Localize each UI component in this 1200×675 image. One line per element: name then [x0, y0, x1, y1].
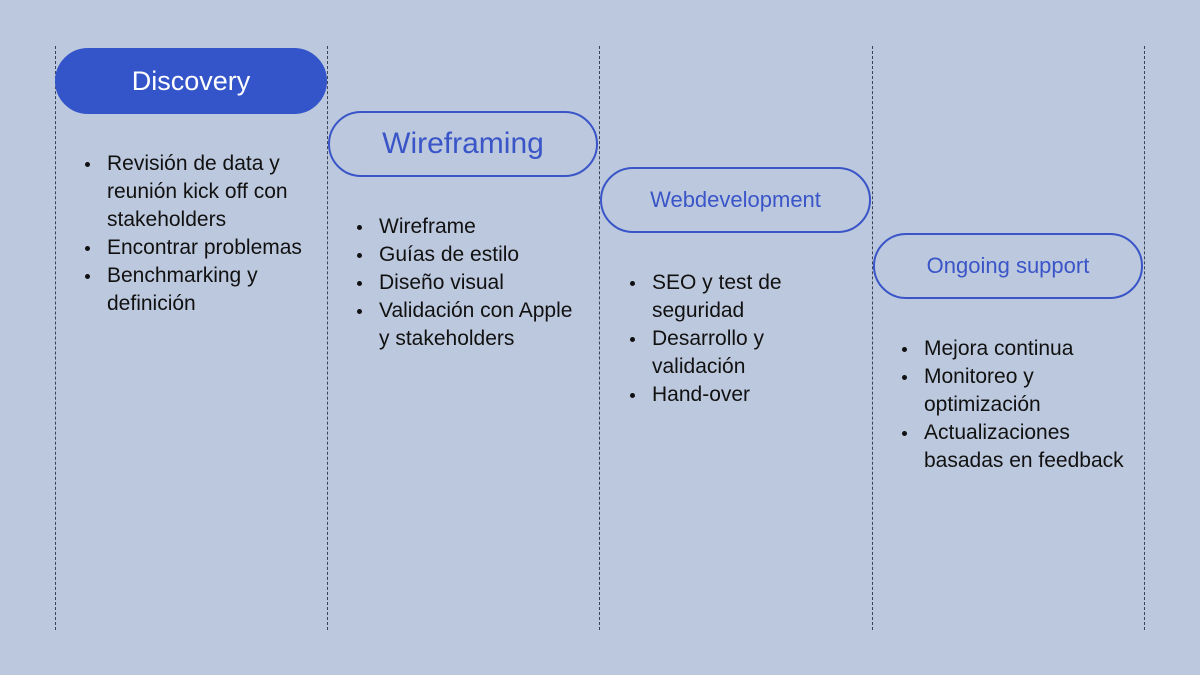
phase-divider: [599, 46, 600, 630]
list-item: Diseño visual: [354, 269, 574, 297]
list-item: Guías de estilo: [354, 241, 574, 269]
phase-pill-discovery: Discovery: [55, 48, 327, 114]
list-item: Hand-over: [627, 381, 837, 409]
list-item: Monitoreo y optimización: [899, 363, 1129, 419]
phase-divider: [872, 46, 873, 630]
list-item: SEO y test de seguridad: [627, 269, 837, 325]
phase-pill-wireframing: Wireframing: [328, 111, 598, 177]
phase-task-list: SEO y test de seguridad Desarrollo y val…: [627, 269, 837, 409]
phase-title: Wireframing: [382, 127, 544, 160]
phase-task-list: Wireframe Guías de estilo Diseño visual …: [354, 213, 574, 353]
list-item: Benchmarking y definición: [82, 262, 322, 318]
phase-divider: [55, 46, 56, 630]
phase-divider: [1144, 46, 1145, 630]
list-item: Actualizaciones basadas en feedback: [899, 419, 1129, 475]
list-item: Revisión de data y reunión kick off con …: [82, 150, 322, 234]
phase-title: Discovery: [131, 65, 251, 96]
list-item: Validación con Apple y stakeholders: [354, 297, 574, 353]
phase-task-list: Revisión de data y reunión kick off con …: [82, 150, 322, 318]
phase-task-list: Mejora continua Monitoreo y optimización…: [899, 335, 1129, 475]
phase-divider: [327, 46, 328, 630]
list-item: Wireframe: [354, 213, 574, 241]
phase-title: Webdevelopment: [650, 187, 821, 212]
list-item: Encontrar problemas: [82, 234, 322, 262]
phase-pill-ongoing-support: Ongoing support: [873, 233, 1143, 299]
list-item: Desarrollo y validación: [627, 325, 837, 381]
phase-title: Ongoing support: [926, 253, 1090, 278]
phase-pill-webdevelopment: Webdevelopment: [600, 167, 871, 233]
list-item: Mejora continua: [899, 335, 1129, 363]
